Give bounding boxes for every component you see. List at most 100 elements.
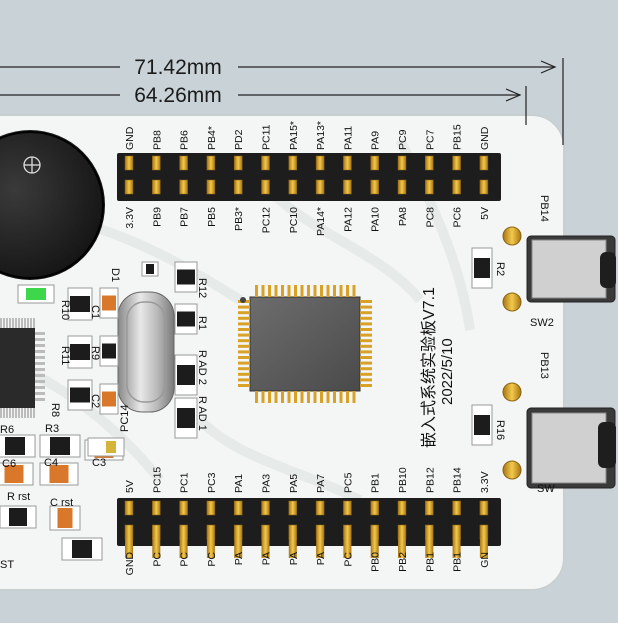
power-led	[17, 284, 55, 304]
mcu-pin	[281, 285, 284, 297]
header-pin	[206, 155, 216, 171]
board-title: 嵌入式系统实验板V7.1	[420, 287, 438, 448]
bottom-upper-pin-label-8: PC5	[342, 472, 354, 493]
header-pin	[233, 500, 243, 516]
header-pin	[315, 179, 325, 195]
label-c3: C3	[92, 457, 106, 469]
mcu-pin	[360, 333, 372, 337]
mcu-pin	[339, 391, 343, 403]
label-r10: R10	[59, 300, 71, 320]
header-pin	[288, 155, 298, 171]
header-pin	[370, 155, 379, 171]
mcu-pin	[360, 300, 372, 303]
label-r16: R16	[494, 420, 506, 440]
header-pin	[288, 500, 298, 516]
top-upper-pin-label-2: PB6	[179, 130, 191, 150]
smd-resistor	[174, 397, 198, 439]
bottom-lower-pin-label-2: PC	[179, 552, 191, 567]
top-lower-pin-label-2: PB7	[179, 207, 191, 227]
header-pin	[288, 179, 298, 195]
header-pin	[452, 155, 461, 171]
header-pin	[152, 500, 161, 516]
label-r6: R6	[0, 424, 14, 436]
bottom-lower-pin-label-1: PC	[151, 552, 163, 567]
mcu-pin	[268, 391, 271, 403]
mcu-pin	[360, 344, 372, 348]
header-pin	[452, 500, 461, 516]
mcu-chip	[238, 285, 372, 403]
mcu-pin	[238, 378, 250, 382]
header-pin	[397, 500, 407, 516]
label-r11: R11	[59, 346, 71, 365]
header-pin-lead	[370, 538, 379, 558]
label-rad1: R AD 1	[196, 396, 208, 431]
smd-resistor	[141, 261, 159, 277]
bottom-lower-pin-label-5: PA	[261, 552, 273, 565]
mcu-pin	[274, 285, 278, 297]
smd-components	[0, 247, 493, 561]
mcu-pin	[238, 344, 250, 348]
bottom-upper-pin-label-13: 3.3V	[479, 471, 491, 493]
top-upper-pin-label-6: PA15*	[288, 121, 300, 150]
mcu-pin	[238, 356, 250, 359]
mcu-pin	[287, 391, 291, 403]
smd-resistor	[0, 434, 36, 458]
header-pin-lead	[316, 538, 325, 558]
mcu-pin	[360, 372, 372, 376]
mcu-pin	[326, 391, 330, 403]
button-sw2	[502, 226, 616, 312]
header-pin	[479, 155, 489, 171]
mcu-pin	[238, 305, 250, 309]
bottom-lower-pin-label-9: PB0	[370, 552, 382, 572]
label-r8: R8	[49, 403, 61, 417]
header-pin	[124, 500, 134, 516]
mcu-pin	[255, 391, 258, 403]
smd-resistor	[67, 335, 93, 369]
mcu-pin	[238, 316, 250, 320]
button-sw1	[502, 382, 616, 489]
smd-resistor	[0, 505, 37, 529]
header-pin	[397, 155, 407, 171]
header-pin-lead	[343, 538, 352, 558]
header-pin	[452, 179, 461, 195]
label-pc14: PC14	[119, 404, 131, 432]
bottom-upper-pin-label-10: PB10	[397, 467, 409, 493]
top-lower-pin-label-10: PA8	[397, 207, 409, 226]
mcu-pin	[352, 285, 356, 297]
header-pin	[261, 155, 270, 171]
usb-serial-ic	[0, 318, 45, 418]
top-upper-pin-label-5: PC11	[261, 124, 273, 150]
label-sw2: SW2	[530, 317, 554, 329]
top-upper-pin-label-9: PA9	[370, 131, 382, 150]
header-pin	[152, 524, 161, 540]
mcu-pin	[238, 328, 250, 331]
bottom-lower-pin-label-4: PA	[233, 552, 245, 565]
bottom-upper-pin-label-12: PB14	[452, 467, 464, 493]
mcu-pin	[238, 322, 250, 326]
smd-capacitor	[99, 287, 119, 319]
header-pin	[152, 179, 161, 195]
mcu-pin	[238, 361, 250, 365]
mcu-pin	[238, 384, 250, 387]
smd-capacitor	[49, 505, 81, 531]
header-pin	[370, 524, 379, 540]
mcu-pin	[360, 311, 372, 315]
header-pin	[233, 155, 243, 171]
bottom-pin-header	[117, 498, 501, 558]
top-pin-header	[117, 153, 501, 201]
mcu-pin	[360, 328, 372, 331]
mcu-pin	[360, 384, 372, 387]
header-pin	[370, 500, 379, 516]
board-date: 2022/5/10	[439, 338, 456, 405]
top-upper-pin-label-7: PA13*	[315, 121, 327, 150]
mcu-pin	[238, 350, 250, 354]
top-lower-pin-label-8: PA12	[342, 207, 354, 232]
header-pin-lead	[125, 538, 133, 558]
header-pin	[261, 500, 270, 516]
top-upper-pin-label-3: PB4*	[206, 126, 218, 150]
label-pb14: PB14	[538, 195, 550, 222]
header-pin-lead	[261, 538, 270, 558]
outer-dimension-label: 71.42mm	[134, 56, 222, 79]
bottom-lower-pin-label-7: PA	[315, 552, 327, 565]
